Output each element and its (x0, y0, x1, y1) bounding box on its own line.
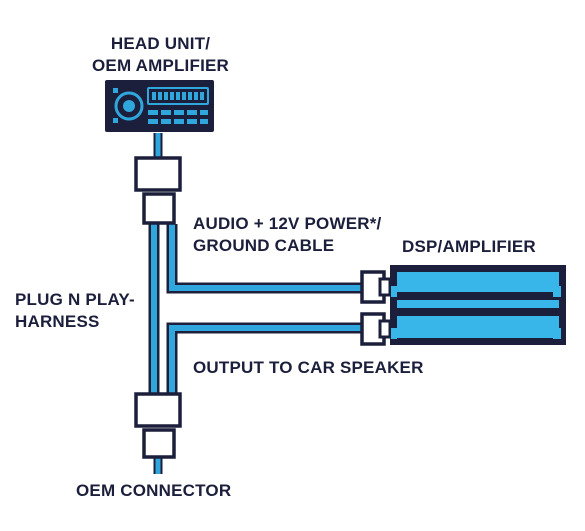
cables (148, 133, 362, 474)
head-unit-label-line2: OEM AMPLIFIER (91, 56, 230, 75)
dsp-output-connector (360, 312, 392, 346)
connector-upper-female (134, 156, 182, 192)
connector-lower-female (134, 392, 182, 428)
harness-label-line2: HARNESS (15, 312, 100, 331)
audio-cable-label-line1: AUDIO + 12V POWER*/ (193, 214, 382, 233)
audio-cable-label-line2: GROUND CABLE (193, 236, 335, 255)
harness-label: PLUG N PLAY- HARNESS (15, 289, 135, 333)
head-unit-label: HEAD UNIT/ OEM AMPLIFIER (88, 33, 233, 77)
dsp-amplifier-label: DSP/AMPLIFIER (402, 237, 536, 256)
harness-label-line1: PLUG N PLAY- (15, 290, 135, 309)
head-unit-icon (105, 80, 214, 132)
connector-lower-male (142, 428, 176, 459)
connector-upper-male (142, 192, 176, 225)
cable-output-to-speaker (166, 322, 362, 395)
oem-connector-label: OEM CONNECTOR (76, 481, 232, 500)
dsp-input-connector (360, 270, 392, 304)
output-speaker-label: OUTPUT TO CAR SPEAKER (193, 358, 424, 377)
cable-audio-power-ground (166, 224, 362, 294)
head-unit-label-line1: HEAD UNIT/ (110, 34, 211, 53)
dsp-amplifier-icon (390, 265, 566, 345)
audio-cable-label: AUDIO + 12V POWER*/ GROUND CABLE (193, 213, 381, 257)
